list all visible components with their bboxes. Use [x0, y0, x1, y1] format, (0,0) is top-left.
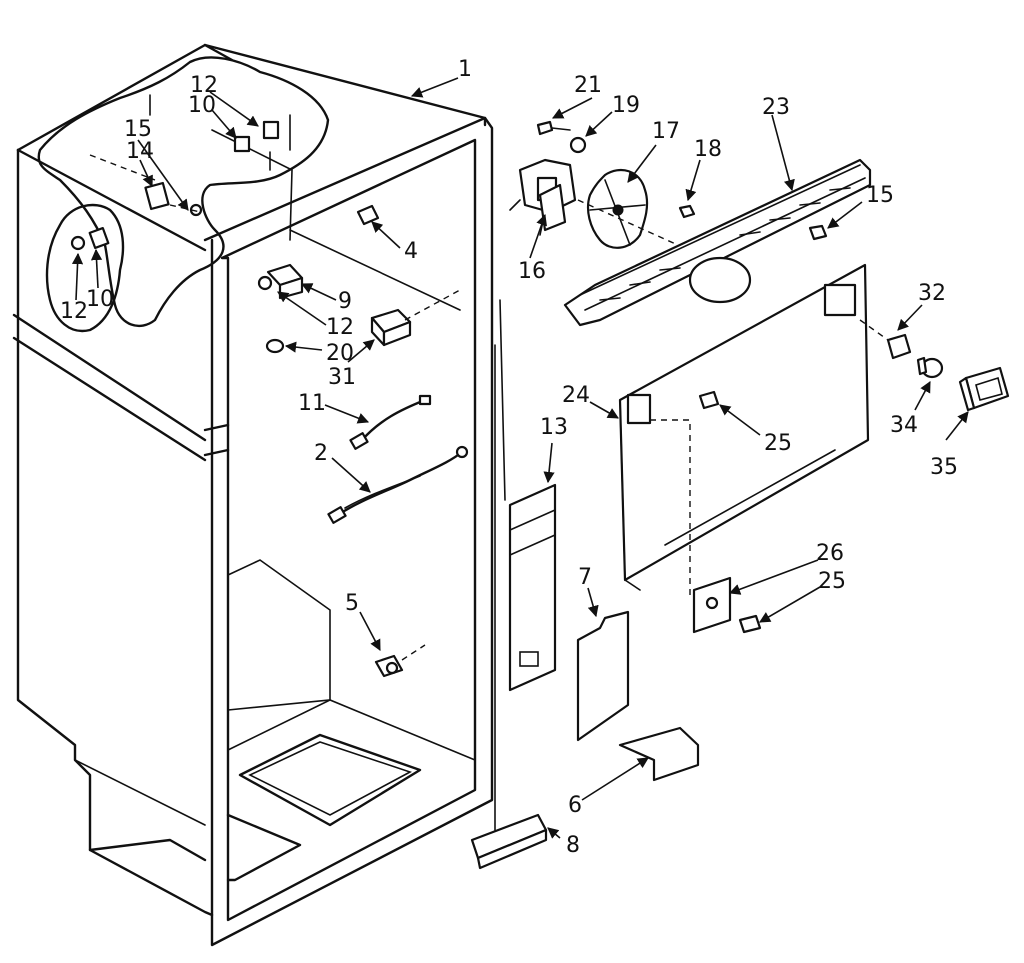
leader-lines [71, 77, 969, 839]
fan-blade-17 [577, 168, 701, 256]
callout-9: 9 [338, 289, 352, 314]
screw-21 [536, 120, 571, 136]
plate-26 [692, 576, 732, 634]
bracket-6 [618, 726, 700, 782]
lamp-socket-5 [374, 644, 426, 678]
control-box-31 [370, 289, 461, 347]
callout-21: 21 [574, 73, 602, 98]
panel-7 [576, 610, 630, 742]
harness-2 [327, 445, 469, 524]
socket-32 [859, 319, 912, 360]
bulb-34 [916, 356, 944, 379]
screw-18 [678, 204, 696, 219]
callout-13: 13 [540, 415, 568, 440]
callout-17: 17 [652, 119, 680, 144]
callout-10-left: 10 [86, 287, 114, 312]
grommet-19 [569, 136, 587, 154]
callout-32: 32 [918, 281, 946, 306]
callout-26: 26 [816, 541, 844, 566]
callout-20: 20 [326, 341, 354, 366]
screw-25-upper [698, 390, 720, 410]
harness-11 [349, 394, 432, 450]
strip-8 [470, 813, 548, 870]
callout-4: 4 [404, 239, 418, 264]
nut-20 [265, 338, 285, 354]
callout-16: 16 [518, 259, 546, 284]
callout-12-inner: 12 [326, 315, 354, 340]
callout-24: 24 [562, 383, 590, 408]
callout-31: 31 [328, 365, 356, 390]
lamp-shield-35 [958, 366, 1010, 412]
callout-19: 19 [612, 93, 640, 118]
screw-25-lower [738, 614, 762, 634]
callout-2: 2 [314, 441, 328, 466]
callout-25-upper: 25 [764, 431, 792, 456]
callout-12-top: 12 [190, 73, 218, 98]
callout-15-left: 15 [124, 117, 152, 142]
callout-15-right: 15 [866, 183, 894, 208]
callout-18: 18 [694, 137, 722, 162]
cover-23 [563, 158, 872, 327]
fan-motor-16 [509, 158, 577, 236]
callout-14: 14 [126, 139, 154, 164]
clip-12-inner [257, 275, 273, 291]
callout-35: 35 [930, 455, 958, 480]
callout-6: 6 [568, 793, 582, 818]
bracket-9 [266, 263, 304, 300]
callout-8: 8 [566, 833, 580, 858]
callout-10-top: 10 [188, 93, 216, 118]
cabinet-shell [12, 43, 494, 947]
part-4 [356, 204, 380, 226]
callout-12-left: 12 [60, 299, 88, 324]
callout-5: 5 [345, 591, 359, 616]
screw-15-right [808, 224, 828, 241]
callout-23: 23 [762, 95, 790, 120]
callout-7: 7 [578, 565, 592, 590]
callout-labels: 1 2 4 5 6 7 8 9 10 10 11 12 12 12 13 14 … [60, 57, 958, 858]
callout-11: 11 [298, 391, 326, 416]
callout-1: 1 [458, 57, 472, 82]
duct-13 [508, 483, 557, 692]
callout-34: 34 [890, 413, 918, 438]
callout-25-lower: 25 [818, 569, 846, 594]
